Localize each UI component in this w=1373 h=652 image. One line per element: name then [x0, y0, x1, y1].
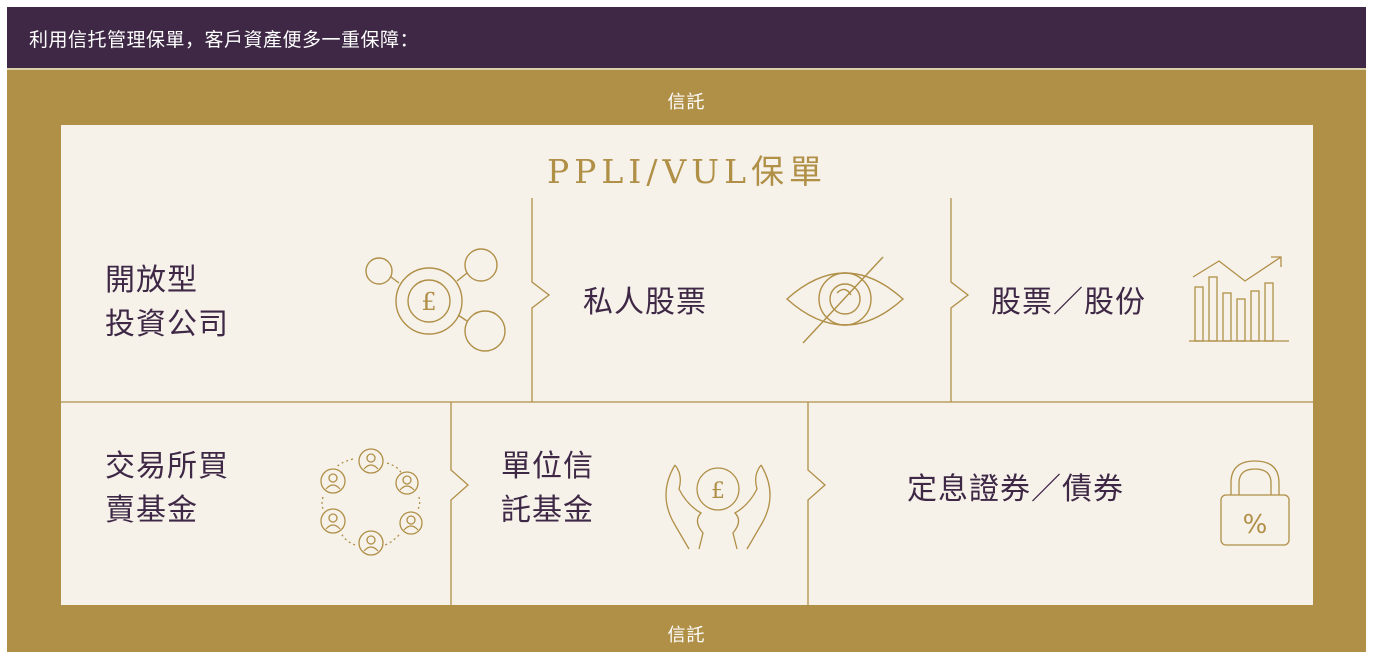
cell-etf-label: 交易所買 賣基金 — [105, 445, 229, 533]
cell-open-ended-label: 開放型 投資公司 — [105, 259, 229, 347]
header-bar: 利用信托管理保單，客戶資產便多一重保障： — [7, 7, 1366, 68]
header-divider — [7, 68, 1366, 70]
policy-panel: PPLI/VUL保單 開放型 投資公司 — [61, 125, 1313, 605]
percent-lock-icon: % — [1220, 460, 1290, 546]
cell-unit-trust-line1: 單位信 — [501, 449, 594, 484]
trust-bottom-label: 信託 — [667, 625, 706, 646]
cell-open-ended-line1: 開放型 — [105, 263, 198, 298]
cell-bonds-label: 定息證券／債券 — [907, 472, 1124, 507]
svg-text:£: £ — [711, 479, 725, 504]
cell-divider-4 — [807, 402, 826, 605]
cell-etf-line1: 交易所買 — [105, 449, 229, 484]
cell-unit-trust-line2: 託基金 — [501, 493, 594, 528]
trust-top-label: 信託 — [667, 92, 706, 113]
grid-lines — [61, 198, 1313, 605]
panel-title: PPLI/VUL保單 — [546, 152, 828, 191]
cell-unit-trust-label: 單位信 託基金 — [501, 445, 594, 533]
cell-divider-1 — [531, 198, 551, 402]
cell-divider-3 — [450, 402, 469, 605]
svg-text:£: £ — [421, 288, 436, 316]
pound-coin-network-icon: £ — [365, 248, 506, 352]
cell-stocks-label: 股票／股份 — [991, 285, 1146, 320]
cell-open-ended-line2: 投資公司 — [105, 307, 229, 342]
cell-etf-line2: 賣基金 — [105, 493, 198, 528]
trust-frame: 信託 信託 PPLI/VUL保單 開放型 投資公司 — [7, 70, 1366, 652]
header-text: 利用信托管理保單，客戶資產便多一重保障： — [29, 29, 420, 51]
cell-private-equity-label: 私人股票 — [583, 285, 707, 320]
people-circle-icon — [320, 448, 423, 556]
bar-chart-growth-icon — [1189, 256, 1289, 342]
svg-text:%: % — [1243, 510, 1268, 540]
hidden-eye-icon — [785, 256, 905, 344]
hands-pound-icon: £ — [665, 464, 771, 550]
cell-divider-2 — [950, 198, 970, 402]
